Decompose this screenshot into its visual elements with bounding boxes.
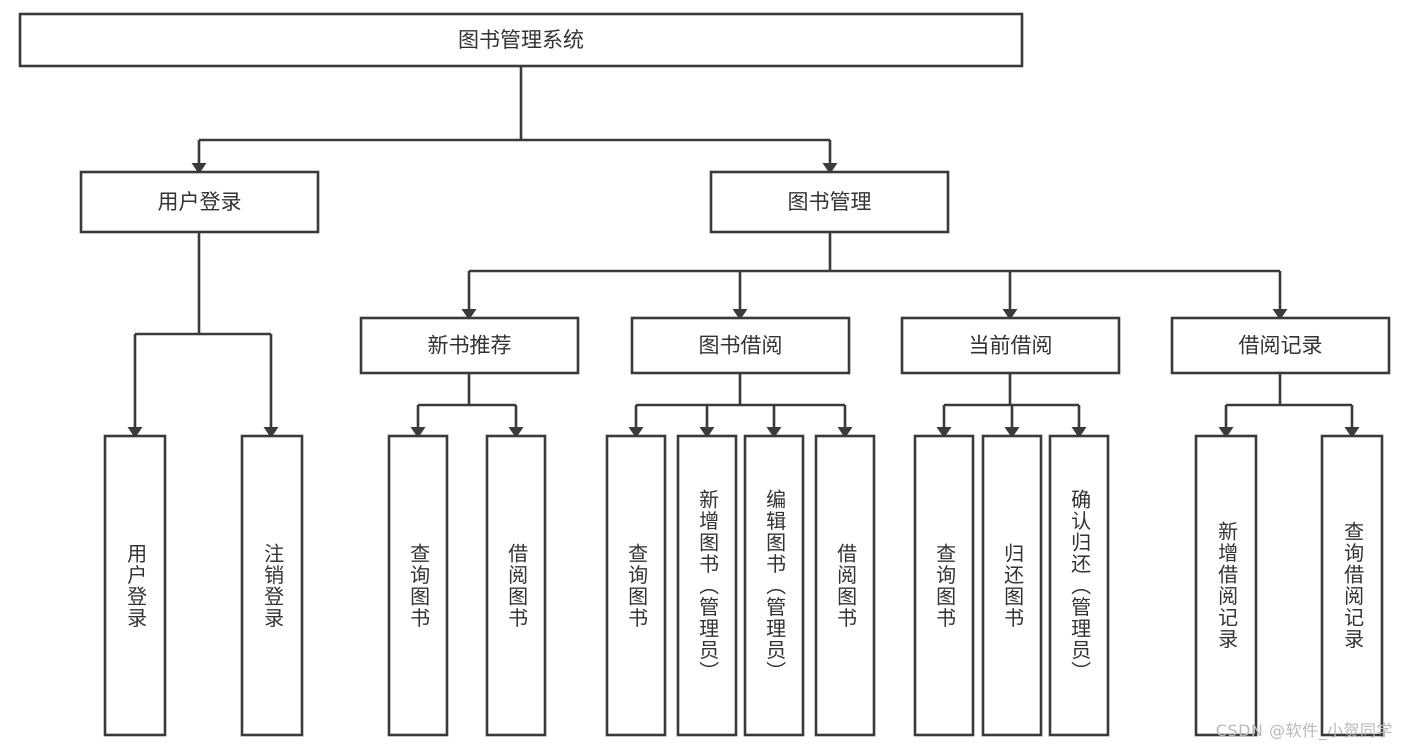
node-label-borrow-record: 借阅记录: [1239, 334, 1323, 358]
node-box-leaf-query-book-current[interactable]: [913, 434, 975, 737]
node-box-leaf-query-record[interactable]: [1320, 434, 1384, 737]
node-box-leaf-logout[interactable]: [240, 434, 304, 737]
node-box-root[interactable]: [18, 12, 1024, 68]
node-label-current-borrow: 当前借阅: [969, 334, 1053, 358]
arrow-head: [127, 427, 143, 438]
node-box-current-borrow[interactable]: [900, 316, 1121, 375]
arrow-head: [1272, 309, 1288, 320]
arrow-head: [732, 309, 748, 320]
node-box-leaf-query-book-rec[interactable]: [387, 434, 449, 737]
arrow-head: [837, 427, 853, 438]
arrow-head: [1002, 309, 1018, 320]
connector-layer: [127, 66, 1360, 438]
node-box-leaf-add-record[interactable]: [1194, 434, 1258, 737]
arrow-head: [699, 427, 715, 438]
node-box-leaf-add-book[interactable]: [676, 434, 738, 737]
arrow-head: [1218, 427, 1234, 438]
node-box-leaf-confirm-return[interactable]: [1048, 434, 1110, 737]
node-box-leaf-user-login[interactable]: [103, 434, 167, 737]
node-label-book-borrow: 图书借阅: [699, 334, 783, 358]
node-box-new-book-rec[interactable]: [359, 316, 580, 375]
node-box-borrow-record[interactable]: [1170, 316, 1391, 375]
node-label-book-manage: 图书管理: [788, 190, 872, 214]
node-box-leaf-borrow-book[interactable]: [814, 434, 876, 737]
arrow-head: [766, 427, 782, 438]
node-box-leaf-borrow-book-rec[interactable]: [485, 434, 547, 737]
node-label-root: 图书管理系统: [458, 28, 584, 52]
arrow-head: [191, 163, 207, 174]
node-label-user-login: 用户登录: [158, 190, 242, 214]
node-box-user-login[interactable]: [79, 170, 320, 234]
arrow-head: [410, 427, 426, 438]
node-box-leaf-query-book-borrow[interactable]: [605, 434, 667, 737]
node-box-book-manage[interactable]: [709, 170, 950, 234]
arrow-head: [1071, 427, 1087, 438]
box-layer: [18, 12, 1391, 737]
arrow-head: [508, 427, 524, 438]
arrow-head: [628, 427, 644, 438]
arrow-head: [822, 163, 838, 174]
arrow-head: [936, 427, 952, 438]
node-box-book-borrow[interactable]: [630, 316, 851, 375]
node-label-new-book-rec: 新书推荐: [428, 334, 512, 358]
arrow-head: [1344, 427, 1360, 438]
node-box-leaf-edit-book[interactable]: [743, 434, 805, 737]
watermark: CSDN @软件_小贺同学: [1215, 721, 1393, 740]
arrow-head: [461, 309, 477, 320]
arrow-head: [1004, 427, 1020, 438]
node-box-leaf-return-book[interactable]: [981, 434, 1043, 737]
arrow-head: [263, 427, 279, 438]
